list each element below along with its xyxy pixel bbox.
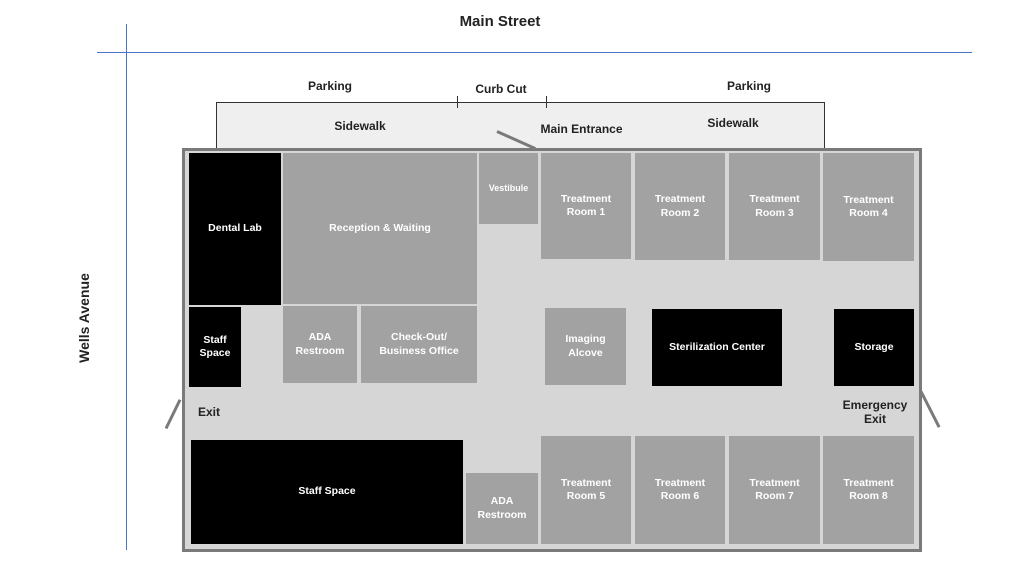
room-storage: Storage xyxy=(834,309,914,386)
room-treatment-3: Treatment Room 3 xyxy=(729,153,820,260)
sidewalk-left-label: Sidewalk xyxy=(334,119,386,133)
room-treatment-5: Treatment Room 5 xyxy=(541,436,631,544)
main-street-label: Main Street xyxy=(459,13,541,30)
room-reception-waiting: Reception & Waiting xyxy=(283,153,477,304)
room-treatment-1: Treatment Room 1 xyxy=(541,153,631,259)
curb-cut-tick-right xyxy=(546,96,547,108)
room-imaging-alcove: Imaging Alcove xyxy=(545,308,626,385)
parking-right-label: Parking xyxy=(726,79,771,93)
curb-cut-tick-left xyxy=(457,96,458,108)
room-treatment-4: Treatment Room 4 xyxy=(823,153,914,261)
room-checkout-business-office: Check-Out/ Business Office xyxy=(361,306,477,383)
room-treatment-8: Treatment Room 8 xyxy=(823,436,914,544)
main-entrance-label: Main Entrance xyxy=(540,122,623,136)
exit-west-door xyxy=(164,399,182,430)
sidewalk-right-label: Sidewalk xyxy=(707,116,759,130)
emergency-exit-door xyxy=(919,390,941,428)
room-ada-restroom-2: ADA Restroom xyxy=(466,473,538,544)
room-treatment-7: Treatment Room 7 xyxy=(729,436,820,544)
parking-left-label: Parking xyxy=(307,79,352,93)
room-dental-lab: Dental Lab xyxy=(189,153,281,305)
wells-avenue-line xyxy=(126,24,127,550)
curb-cut-label: Curb Cut xyxy=(475,82,527,96)
room-staff-space-large: Staff Space xyxy=(191,440,463,544)
room-vestibule: Vestibule xyxy=(479,153,538,224)
exit-east-label: Emergency Exit xyxy=(842,398,908,427)
room-treatment-6: Treatment Room 6 xyxy=(635,436,725,544)
room-sterilization-center: Sterilization Center xyxy=(652,309,782,386)
room-treatment-2: Treatment Room 2 xyxy=(635,153,725,260)
room-ada-restroom-1: ADA Restroom xyxy=(283,306,357,383)
main-street-line xyxy=(97,52,972,53)
exit-west-label: Exit xyxy=(198,405,221,419)
room-staff-space-small: Staff Space xyxy=(189,307,241,387)
wells-avenue-label: Wells Avenue xyxy=(76,273,92,363)
